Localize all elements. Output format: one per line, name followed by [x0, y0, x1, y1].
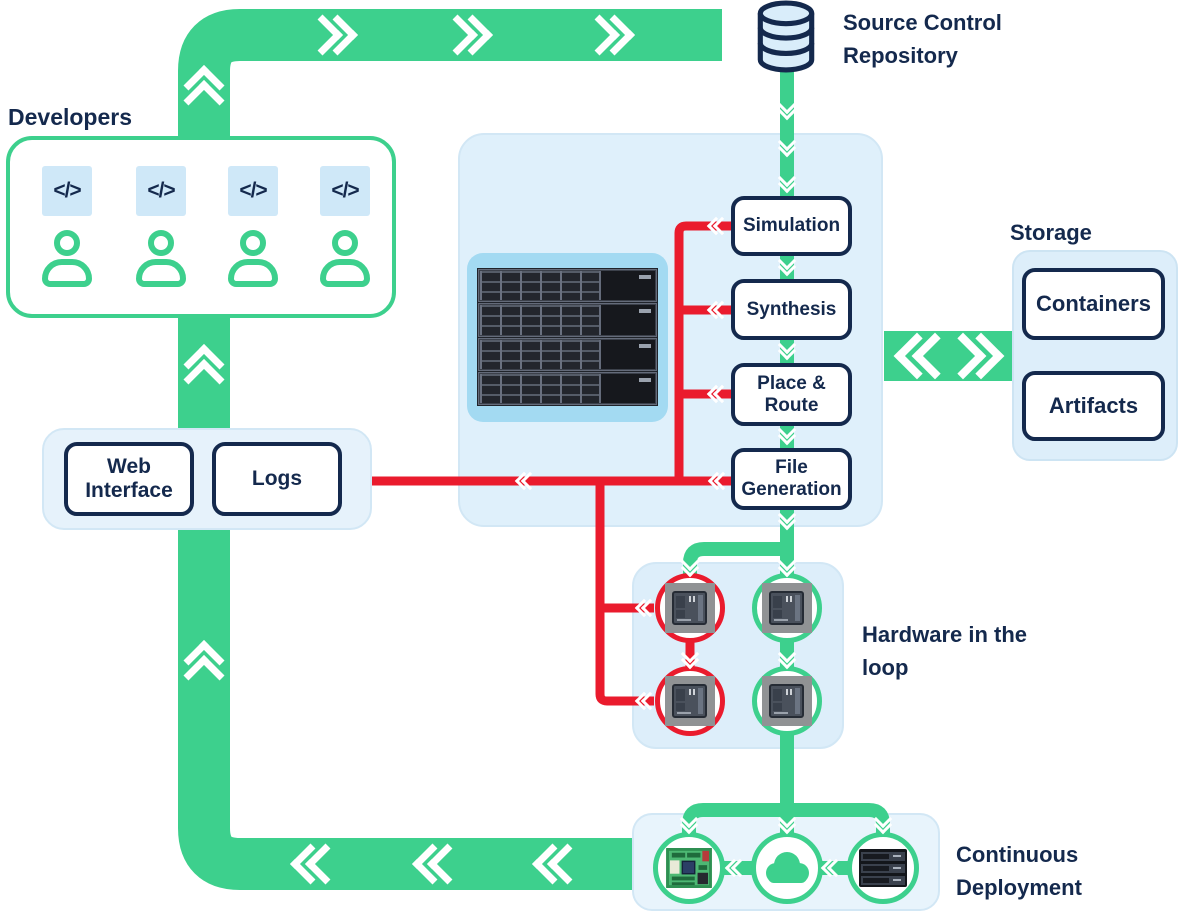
chevron-down-icon [777, 552, 797, 578]
chevron-left-icon [514, 471, 540, 491]
chevron-down-icon [777, 644, 797, 670]
deploy-tee-branch [682, 803, 890, 838]
source-control-title: Source Control Repository [843, 10, 1002, 68]
chevron-left-icon [820, 858, 846, 878]
server-unit [478, 269, 657, 303]
chevron-left-icon [411, 843, 469, 885]
hw-log-trunk [595, 481, 654, 706]
chevron-right-icon [939, 332, 1005, 380]
fpga-chip-icon [762, 583, 812, 633]
chevron-down-icon [777, 335, 797, 361]
person-icon [136, 259, 186, 287]
chevron-left-icon [289, 843, 347, 885]
stage-file-generation: File Generation [731, 448, 852, 510]
person-icon [54, 230, 80, 256]
person-icon [148, 230, 174, 256]
hardware-loop-title: Hardware in the loop [862, 622, 1028, 680]
stage-synthesis: Synthesis [731, 279, 852, 340]
person-icon [228, 259, 278, 287]
developers-title: Developers [8, 104, 133, 130]
stage-log-trunk [674, 221, 731, 481]
hw-device-pass-2 [752, 666, 822, 736]
chevron-left-icon [531, 843, 589, 885]
chevron-left-icon [634, 691, 660, 711]
chevron-up-icon [183, 343, 225, 401]
chevron-left-icon [706, 384, 732, 404]
chevron-right-icon [436, 14, 494, 56]
code-icon: </> [228, 166, 278, 216]
chevron-right-icon [301, 14, 359, 56]
chevron-up-icon [183, 639, 225, 697]
chevron-down-icon [777, 168, 797, 194]
chevron-left-icon [707, 471, 733, 491]
chevron-left-icon [724, 858, 750, 878]
person-icon [332, 230, 358, 256]
hw-device-pass-1 [752, 573, 822, 643]
hw-device-fail-1 [655, 573, 725, 643]
storage-artifacts: Artifacts [1022, 371, 1165, 441]
server-rack-icon [467, 253, 668, 422]
server-stack-icon [859, 849, 907, 887]
stage-place-route: Place & Route [731, 363, 852, 426]
storage-containers: Containers [1022, 268, 1165, 340]
person-icon [42, 259, 92, 287]
server-rack [477, 268, 658, 406]
stage-simulation: Simulation [731, 196, 852, 256]
chevron-right-icon [578, 14, 636, 56]
chevron-up-icon [183, 64, 225, 122]
chevron-left-icon [706, 300, 732, 320]
chevron-down-icon [777, 132, 797, 158]
chevron-down-icon [680, 552, 700, 578]
chevron-left-icon [634, 598, 660, 618]
storage-sync-band [884, 331, 1012, 381]
circuit-board-icon [666, 848, 712, 888]
chevron-down-icon [680, 644, 700, 670]
code-icon: </> [136, 166, 186, 216]
hw-device-fail-2 [655, 666, 725, 736]
person-icon [320, 259, 370, 287]
logs-box: Logs [212, 442, 342, 516]
chevron-left-icon [706, 216, 732, 236]
deploy-cloud-circle [751, 832, 823, 904]
server-unit [478, 337, 657, 371]
code-icon: </> [42, 166, 92, 216]
cloud-icon [766, 852, 809, 883]
chevron-down-icon [777, 505, 797, 531]
red-log-lines [372, 221, 731, 706]
chevron-down-icon [679, 809, 699, 835]
deploy-server-circle [847, 832, 919, 904]
filegen-to-hw-left-branch [683, 542, 790, 580]
chevron-down-icon [873, 809, 893, 835]
storage-title: Storage [1010, 220, 1092, 245]
deploy-board-circle [653, 832, 725, 904]
continuous-deployment-title: Continuous Deployment [956, 842, 1082, 900]
web-interface-box: Web Interface [64, 442, 194, 516]
fpga-chip-icon [762, 676, 812, 726]
developers-box: </> </> </> </> [6, 136, 396, 318]
fpga-chip-icon [665, 583, 715, 633]
server-unit [478, 371, 657, 405]
person-icon [240, 230, 266, 256]
chevron-down-icon [777, 420, 797, 446]
database-icon [752, 0, 820, 73]
chevron-down-icon [777, 95, 797, 121]
server-unit [478, 303, 657, 337]
chevron-down-icon [777, 809, 797, 835]
code-icon: </> [320, 166, 370, 216]
fpga-chip-icon [665, 676, 715, 726]
chevron-down-icon [777, 251, 797, 277]
